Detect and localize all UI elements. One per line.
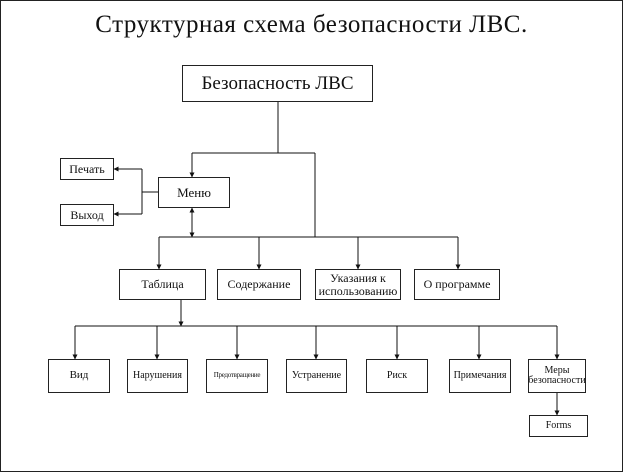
node-view: Вид bbox=[48, 359, 110, 393]
node-usage: Указания к использованию bbox=[315, 269, 401, 300]
node-prevention: Предотвращение bbox=[206, 359, 268, 393]
node-root: Безопасность ЛВС bbox=[182, 65, 373, 102]
node-table: Таблица bbox=[119, 269, 206, 300]
node-print: Печать bbox=[60, 158, 114, 180]
node-measures: Меры безопасности bbox=[528, 359, 586, 393]
node-contents: Содержание bbox=[217, 269, 301, 300]
node-elimination: Устранение bbox=[286, 359, 347, 393]
node-forms: Forms bbox=[529, 415, 588, 437]
diagram-title: Структурная схема безопасности ЛВС. bbox=[95, 11, 528, 38]
node-violations: Нарушения bbox=[127, 359, 188, 393]
node-notes: Примечания bbox=[449, 359, 511, 393]
node-about: О программе bbox=[414, 269, 500, 300]
node-menu: Меню bbox=[158, 177, 230, 208]
node-risk: Риск bbox=[366, 359, 428, 393]
node-exit: Выход bbox=[60, 204, 114, 226]
